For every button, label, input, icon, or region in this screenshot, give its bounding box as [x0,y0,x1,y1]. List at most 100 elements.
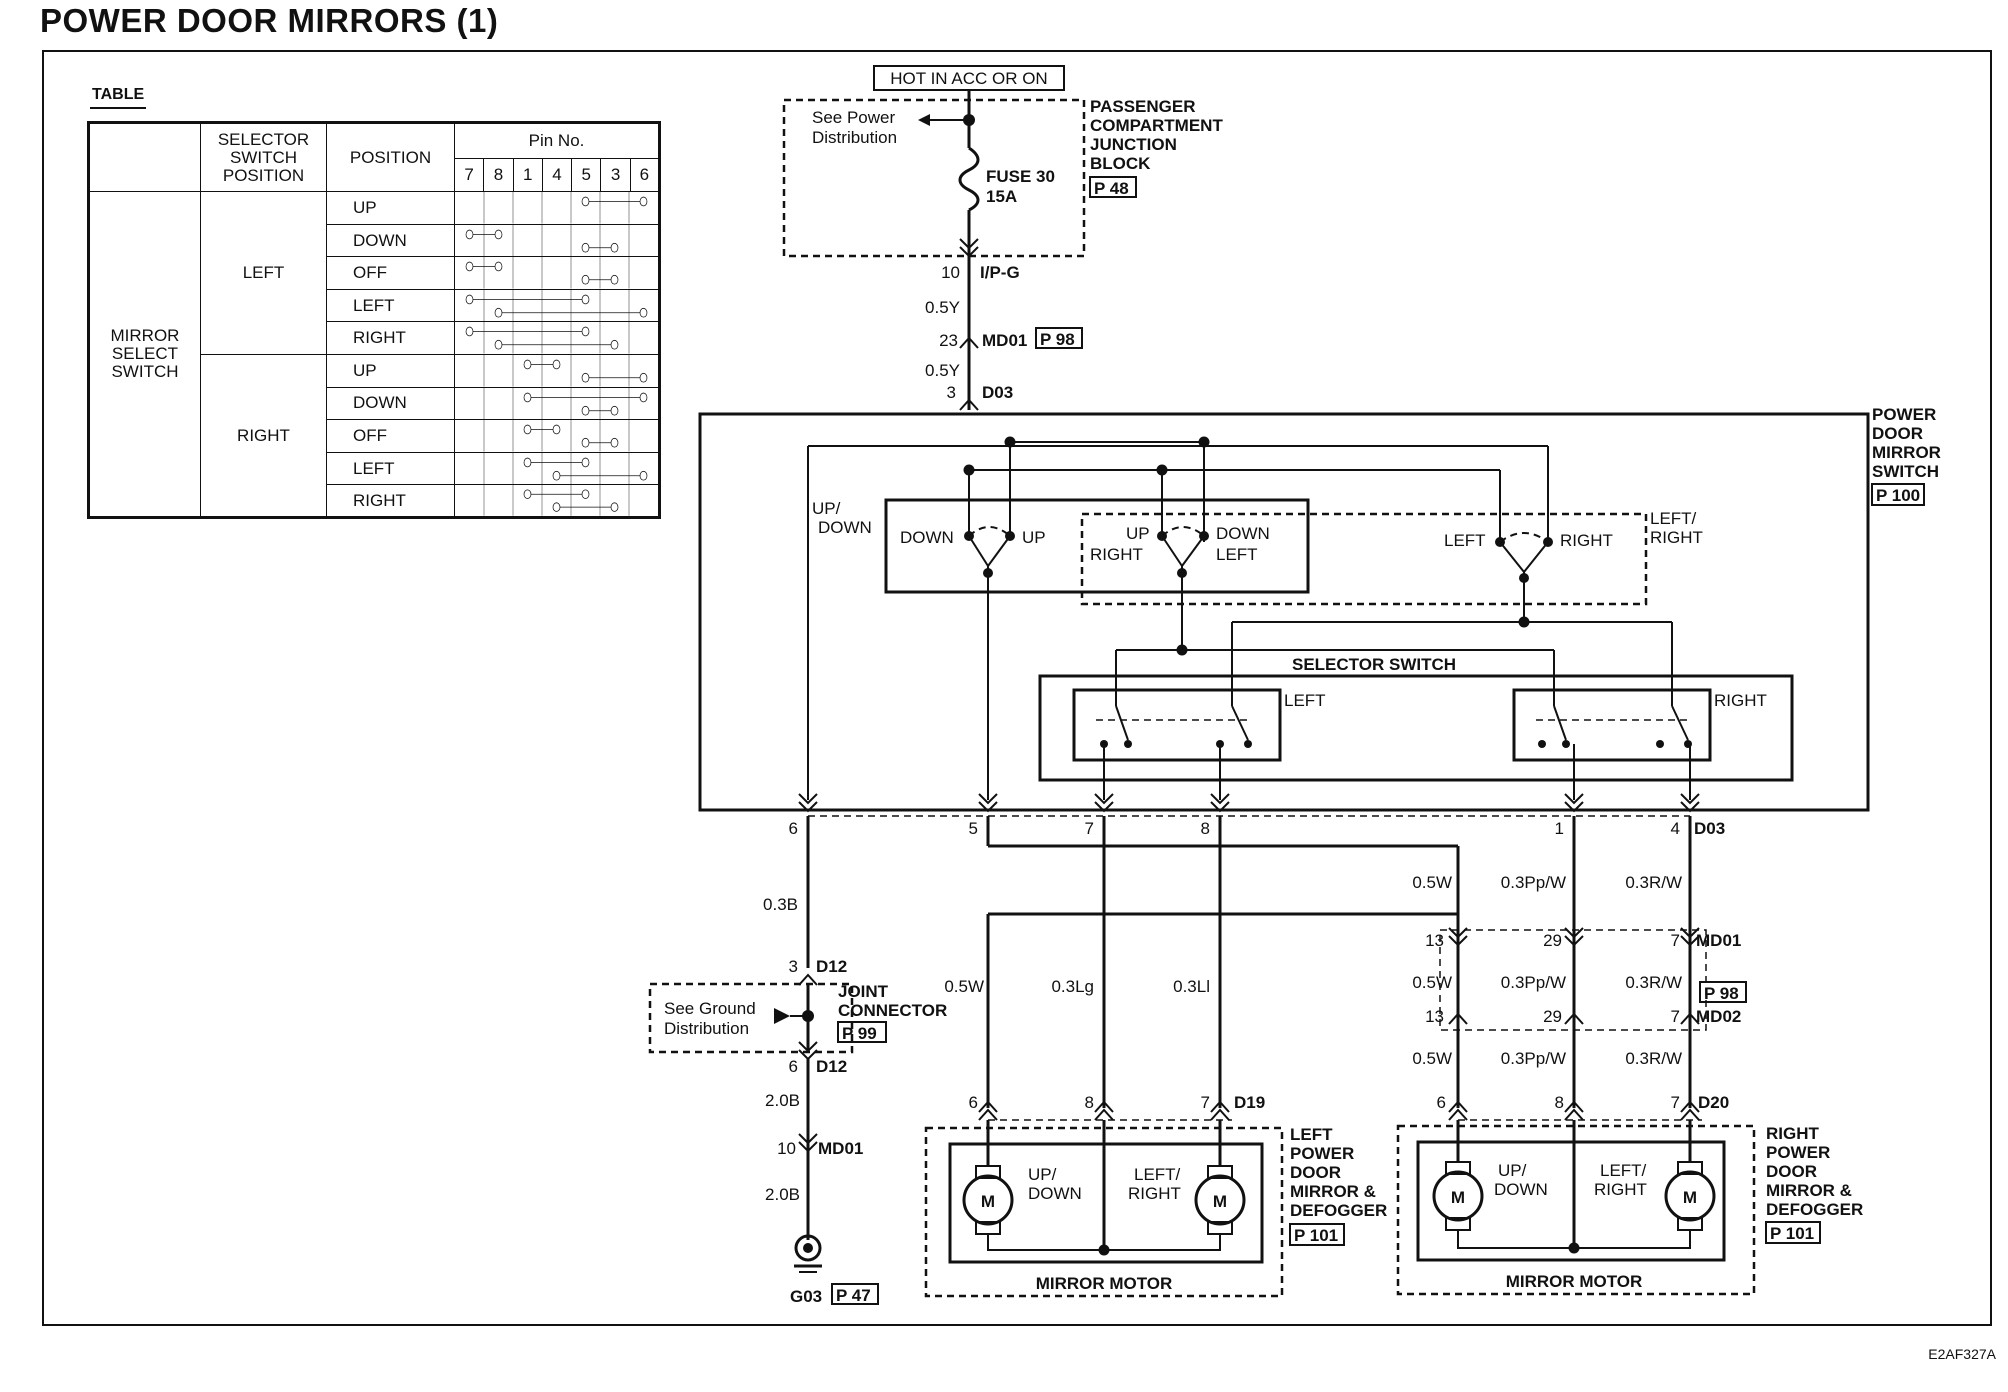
table-pin-number: 1 [512,157,543,193]
junction-block-box [782,98,1086,258]
pin-terminal [494,307,503,318]
left-mirror-label-3: DOOR [1290,1163,1341,1182]
right-motor-m2: M [1683,1188,1697,1207]
pin-terminal [581,327,590,337]
table-connection-cell [454,386,660,421]
right-leftright-1: LEFT/ [1600,1161,1647,1180]
pin-terminal [581,438,590,448]
ground-pin-10: 10 [777,1139,796,1158]
table-header-position: POSITION [326,121,455,193]
table-position-cell: OFF [326,256,455,290]
left-leftright-1: LEFT/ [1134,1165,1181,1184]
ground-d12-bottom: D12 [816,1057,847,1076]
pin-terminal [552,470,561,481]
wire-20b-1: 2.0B [765,1091,800,1110]
right-mirror-label-3: DOOR [1766,1162,1817,1181]
switch-pin-5: 5 [969,819,978,838]
pin-23-label: 23 [939,331,958,350]
fuse-icon [958,146,980,212]
selector-left-box [1072,688,1282,762]
right-updown-motor-icon [1432,1170,1484,1222]
left-motor-m1: M [981,1192,995,1211]
pin-terminal [581,275,590,285]
right-pin-7c: 7 [1671,1093,1680,1112]
left-pin-6: 6 [969,1093,978,1112]
pin-connection-marks [465,257,630,289]
table-connection-cell [454,354,660,388]
wire-03b: 0.3B [763,895,798,914]
joint-label-2: CONNECTOR [838,1001,947,1020]
right-pin-8: 8 [1555,1093,1564,1112]
junction-block-l2: COMPARTMENT [1090,116,1223,135]
right-mirror-label-5: DEFOGGER [1766,1200,1863,1219]
right-pin-13b: 13 [1425,1007,1444,1026]
pin-connection-marks [483,387,648,420]
table-label: TABLE [90,86,147,109]
selector-switch-label: SELECTOR SWITCH [1292,655,1456,674]
pin-terminal [494,340,503,351]
switch-pin-6: 6 [789,819,798,838]
pin-terminal [523,359,532,370]
table-selector-cell: RIGHT [200,354,327,518]
pin-connection-marks [483,355,648,387]
right-pin-7: 7 [1671,931,1680,950]
right-md01: MD01 [1696,931,1741,950]
ipg-connector: I/P-G [980,263,1020,282]
table-position-cell: DOWN [326,386,455,421]
right-pin-13: 13 [1425,931,1444,950]
wire-05y-2: 0.5Y [925,361,960,380]
pin-terminal [639,372,648,383]
pin-terminal [581,294,590,305]
right-wire-b2: 0.3Pp/W [1501,973,1566,992]
see-power-line1: See Power [812,108,895,127]
junction-block-l4: BLOCK [1090,154,1151,173]
ground-d12-top: D12 [816,957,847,976]
table-connection-cell [454,223,660,258]
pin-terminal [581,457,590,468]
pin-terminal [639,196,648,207]
right-mirror-motor-box [1416,1140,1726,1262]
selector-switch-box [1038,674,1794,782]
pin-terminal [581,196,590,207]
pin-terminal [465,294,474,305]
pin-terminal [581,372,590,383]
pin-terminal [639,307,648,318]
table-pin-number: 5 [571,157,602,193]
see-ground-2: Distribution [664,1019,749,1038]
switch-right-label: RIGHT [1560,531,1613,550]
ground-g03: G03 [790,1287,822,1306]
see-ground-1: See Ground [664,999,756,1018]
pin-terminal [552,502,561,513]
switch-left-label: LEFT [1444,531,1486,550]
switch-block-l1: POWER [1872,405,1936,424]
pin-terminal [610,405,619,416]
pin-terminal [610,340,619,351]
left-motor-m2: M [1213,1192,1227,1211]
left-mirror-label-5: DEFOGGER [1290,1201,1387,1220]
pin-terminal [552,359,561,370]
table-connection-cell [454,321,660,356]
left-mirror-dash-box [924,1126,1284,1298]
right-motor-m1: M [1451,1188,1465,1207]
pin-terminal [523,457,532,468]
table-connection-cell [454,288,660,323]
diagram-code: E2AF327A [1928,1346,1996,1362]
selector-right-box [1512,688,1712,762]
right-pin-29: 29 [1543,931,1562,950]
pin-3-label: 3 [947,383,956,402]
selector-left-label: LEFT [1284,691,1326,710]
table-pin-number: 8 [483,157,514,193]
left-leftright-2: RIGHT [1128,1184,1181,1203]
switch-down-left-2: LEFT [1216,545,1258,564]
switch-pin-1: 1 [1555,819,1564,838]
pin-connection-marks [465,322,630,355]
pin-terminal [581,405,590,416]
joint-page: P 99 [842,1024,877,1043]
ground-icon [794,1234,822,1262]
table-position-cell: RIGHT [326,484,455,518]
left-mirror-label-4: MIRROR & [1290,1182,1376,1201]
right-wire-c3: 0.3R/W [1625,1049,1682,1068]
table-position-cell: LEFT [326,451,455,486]
left-wire-03ll: 0.3Ll [1173,977,1210,996]
